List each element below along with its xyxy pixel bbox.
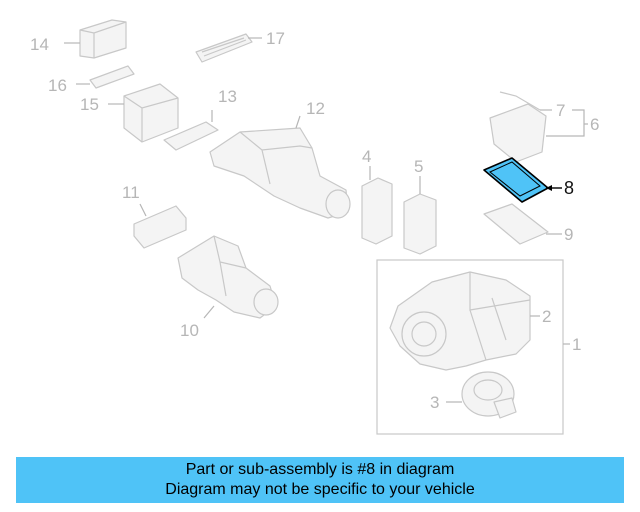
- callout-16: 16: [48, 76, 67, 95]
- callout-6: 6: [590, 115, 599, 134]
- part-15: 15: [80, 83, 179, 143]
- callout-3: 3: [430, 393, 439, 412]
- part-5: 5: [403, 157, 437, 255]
- callout-1: 1: [572, 335, 581, 354]
- part-16: 16: [48, 65, 135, 95]
- part-13: 13: [163, 87, 237, 151]
- part-10: 10: [177, 235, 279, 340]
- assembly-box-1: 1: [376, 259, 581, 435]
- callout-11: 11: [122, 183, 140, 202]
- part-9: 9: [483, 203, 573, 245]
- info-banner: Part or sub-assembly is #8 in diagram Di…: [16, 457, 624, 503]
- part-12: 12: [209, 99, 351, 219]
- callout-13: 13: [218, 87, 237, 106]
- part-17: 17: [195, 29, 285, 63]
- part-3: 3: [430, 371, 517, 419]
- callout-15: 15: [80, 95, 99, 114]
- bracket-6: 6: [546, 109, 599, 137]
- parts-diagram: 14 17 16 15 13 12 11: [30, 19, 599, 435]
- banner-line-1: Part or sub-assembly is #8 in diagram: [185, 461, 455, 478]
- banner-line-2: Diagram may not be specific to your vehi…: [165, 481, 475, 498]
- callout-10: 10: [180, 321, 199, 340]
- callout-17: 17: [266, 29, 285, 48]
- part-11: 11: [122, 183, 187, 249]
- callout-14: 14: [30, 35, 49, 54]
- callout-12: 12: [306, 99, 325, 118]
- part-14: 14: [30, 19, 127, 59]
- callout-4: 4: [362, 147, 371, 166]
- callout-9: 9: [564, 225, 573, 244]
- callout-7: 7: [556, 101, 565, 120]
- part-2: 2: [389, 271, 551, 371]
- part-7: 7: [489, 91, 565, 163]
- callout-5: 5: [414, 157, 423, 176]
- part-4: 4: [361, 147, 393, 245]
- callout-2: 2: [542, 307, 551, 326]
- callout-8: 8: [564, 178, 574, 198]
- part-8-highlighted: 8: [483, 157, 574, 203]
